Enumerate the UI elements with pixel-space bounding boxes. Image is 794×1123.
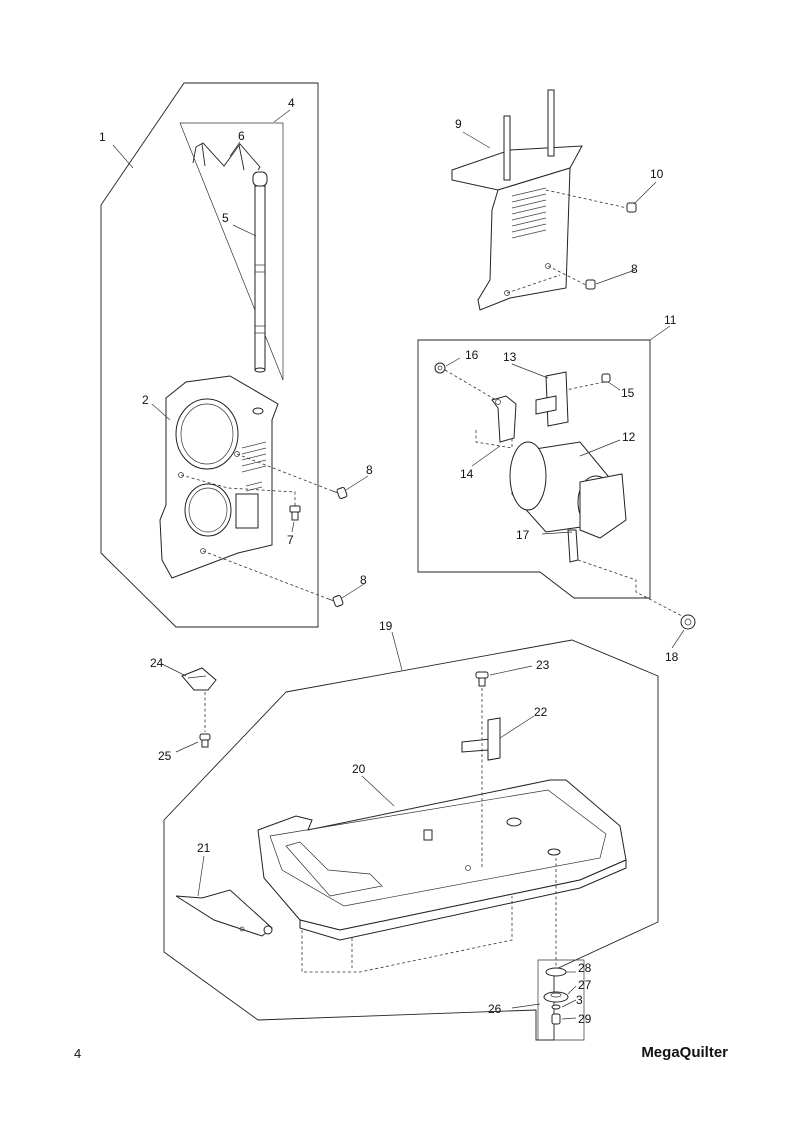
bracket-22: [461, 717, 501, 761]
callout-7: 7: [287, 533, 294, 547]
screw-8-lower: [325, 594, 344, 608]
callout-24: 24: [150, 656, 164, 670]
group-1-outline: [100, 82, 319, 628]
callout-12: 12: [622, 430, 636, 444]
screw-18-path: [577, 559, 683, 617]
callout-11: 11: [664, 313, 677, 327]
screw-23: [475, 671, 489, 687]
tray-hidden-lines: [301, 896, 513, 973]
foot-hidden-lines: [351, 858, 557, 968]
motor-cover-group: [451, 89, 637, 311]
screw-8-upper: [329, 486, 348, 500]
callout-17: 17: [516, 528, 530, 542]
face-cover-vent: [241, 441, 267, 492]
motor-screw-paths: [444, 369, 605, 449]
callout-8-upper: 8: [366, 463, 373, 477]
callout-2: 2: [142, 393, 149, 407]
screw-10: [626, 202, 637, 213]
thread-guide-wire-legs: [201, 143, 245, 171]
face-cover-group: [100, 82, 348, 628]
rubber-foot-assembly: [537, 959, 585, 1041]
callout-labels: 1 2 3 4 5 6 7 8 8 8 9 10 11 12 13 14 15 …: [99, 96, 679, 1026]
callout-1: 1: [99, 130, 106, 144]
screw-8-cover: [585, 279, 596, 290]
callout-25: 25: [158, 749, 172, 763]
set-screw-path: [180, 474, 296, 506]
callout-21: 21: [197, 841, 211, 855]
callout-22: 22: [534, 705, 548, 719]
washer-28: [545, 967, 567, 977]
leader-lines: [112, 109, 685, 1020]
callout-13: 13: [503, 350, 517, 364]
callout-5: 5: [222, 211, 229, 225]
callout-10: 10: [650, 167, 664, 181]
face-cover-plate: [159, 375, 279, 579]
callout-27: 27: [578, 978, 592, 992]
callout-6: 6: [238, 129, 245, 143]
set-screw-7: [289, 505, 301, 521]
hinge-plate-21: [175, 889, 273, 937]
bracket-14: [491, 395, 517, 443]
bracket-13: [535, 371, 569, 427]
screw-25: [199, 733, 211, 748]
base-tray: [257, 779, 627, 941]
motor-group: [417, 339, 696, 630]
callout-26: 26: [488, 1002, 502, 1016]
callout-14: 14: [460, 467, 474, 481]
motor-12: [509, 441, 627, 563]
page-number: 4: [74, 1046, 82, 1061]
screw-path-upper: [236, 453, 331, 491]
clip-24: [181, 667, 217, 691]
screw-18: [680, 614, 696, 630]
callout-3: 3: [576, 993, 583, 1007]
callout-19: 19: [379, 619, 393, 633]
callout-23: 23: [536, 658, 550, 672]
motor-cover-vent: [511, 187, 547, 239]
group-4-outline: [179, 122, 284, 381]
nut-16: [434, 362, 446, 374]
callout-16: 16: [465, 348, 479, 362]
callout-18: 18: [665, 650, 679, 664]
callout-9: 9: [455, 117, 462, 131]
brand-name: MegaQuilter: [641, 1044, 728, 1061]
callout-15: 15: [621, 386, 635, 400]
callout-29: 29: [578, 1012, 592, 1026]
washer-3: [551, 1004, 561, 1010]
screw-15: [601, 373, 611, 383]
screw-29: [551, 1013, 561, 1025]
callout-20: 20: [352, 762, 366, 776]
thread-guide-wire: [192, 142, 261, 171]
base-group: [163, 639, 659, 1041]
callout-4: 4: [288, 96, 295, 110]
callout-28: 28: [578, 961, 592, 975]
callout-8-lower: 8: [360, 573, 367, 587]
screw-8-cover-path: [506, 265, 587, 294]
spool-pin: [252, 171, 268, 373]
callout-8-cover: 8: [631, 262, 638, 276]
screw-10-path: [545, 189, 628, 209]
